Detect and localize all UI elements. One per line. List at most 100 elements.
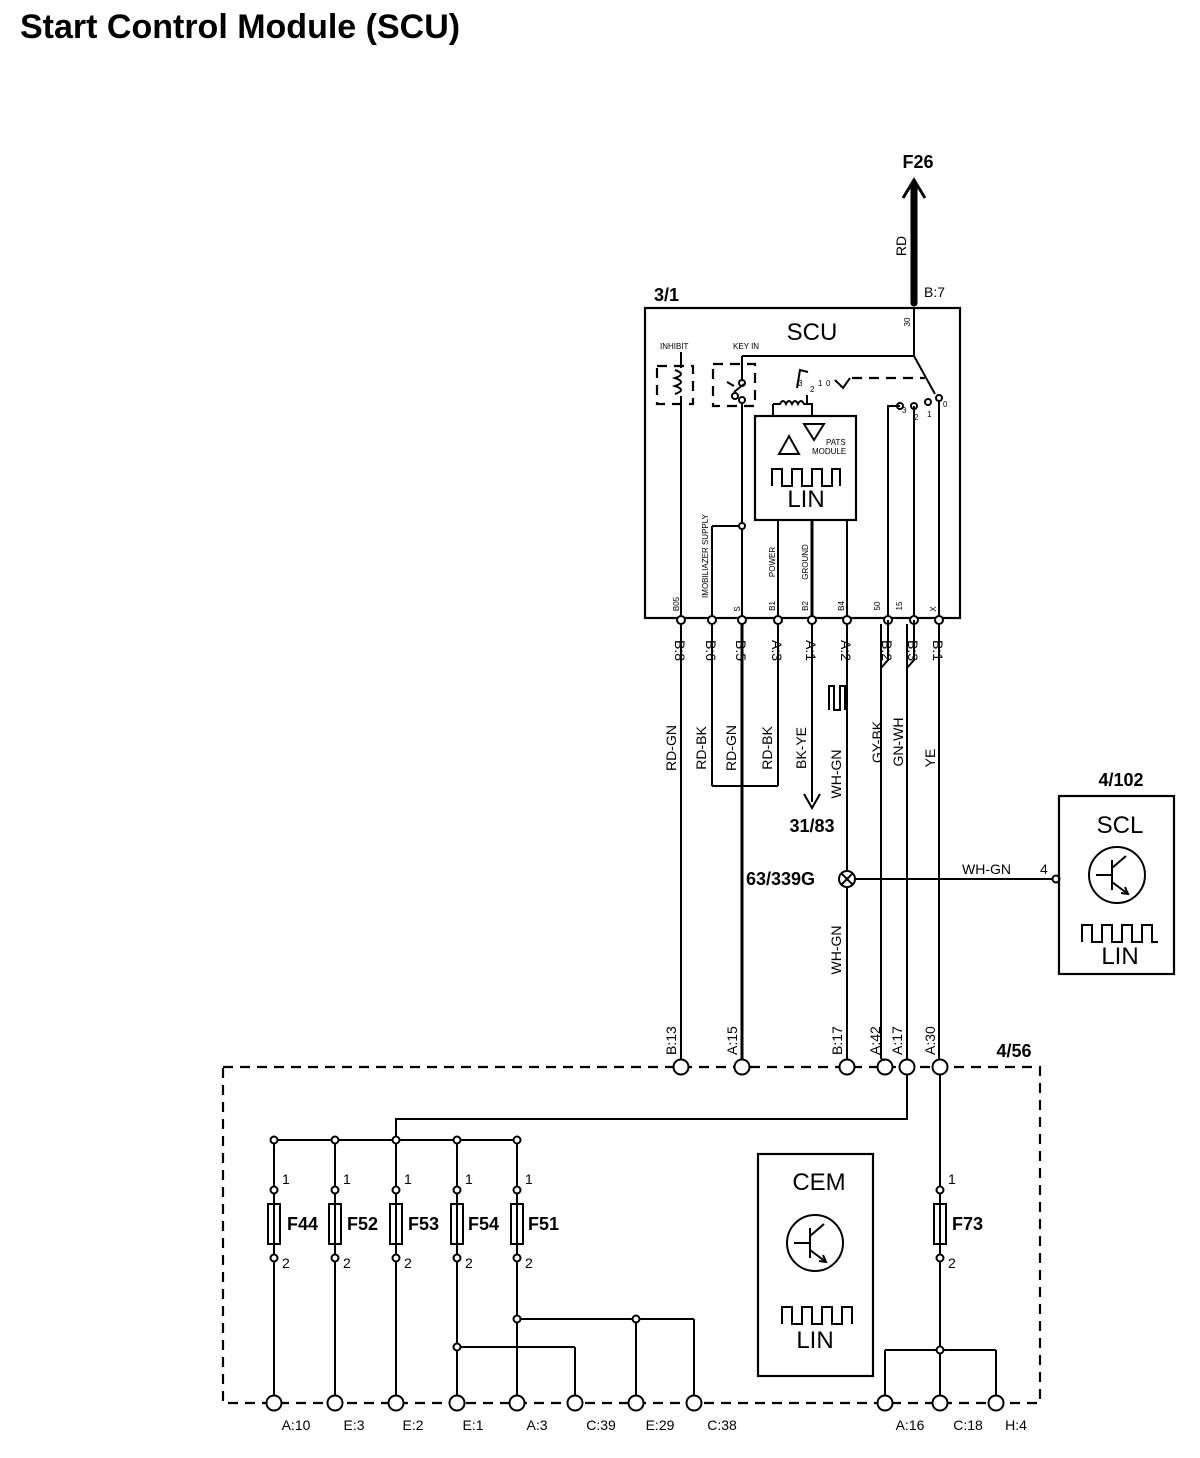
cem-bottom-pin-label: E:1 (462, 1417, 483, 1433)
svg-text:2: 2 (525, 1255, 533, 1271)
fuse-f53 (389, 1144, 403, 1396)
cem-top-pin-label: A:15 (724, 1026, 740, 1055)
fuse-label: F73 (952, 1214, 983, 1234)
cem-top-pin (931, 1058, 949, 1076)
svg-text:POWER: POWER (768, 547, 777, 577)
wire-color-label: WH-GN (828, 750, 844, 799)
wire-lin-wave-icon (828, 685, 846, 711)
scl-pin-label: 4 (1040, 861, 1048, 877)
pats-module-box (753, 414, 858, 522)
splice-wire-color: WH-GN (828, 926, 844, 975)
fuse-label: F53 (408, 1214, 439, 1234)
svg-text:X: X (929, 606, 938, 612)
cem-bottom-pin (448, 1394, 466, 1412)
cem-bottom-pin (265, 1394, 283, 1412)
svg-text:3: 3 (798, 379, 803, 388)
splice-icon (838, 870, 856, 888)
fuse-label: F52 (347, 1214, 378, 1234)
cem-bottom-pin (566, 1394, 584, 1412)
svg-text:2: 2 (465, 1255, 473, 1271)
cem-bottom-pin-label: E:2 (402, 1417, 423, 1433)
cem-bottom-pin (508, 1394, 526, 1412)
scu-pin (842, 615, 852, 625)
fuse-label: F51 (528, 1214, 559, 1234)
cem-module-box (221, 1065, 1042, 1405)
cem-bottom-pins (265, 1394, 1005, 1412)
f26-label: F26 (902, 152, 933, 172)
scu-pin30-label: 30 (903, 317, 912, 326)
cem-name: CEM (792, 1169, 845, 1196)
f26-wire-color: RD (893, 236, 909, 256)
keyin-switch-box (711, 362, 757, 408)
scu-pin (807, 615, 817, 625)
wire-color-label: RD-GN (663, 725, 679, 771)
scl-transistor-icon (1088, 846, 1146, 904)
keyin-label: KEY IN (733, 342, 759, 351)
scu-pins (676, 615, 944, 625)
scl-name: SCL (1097, 812, 1144, 839)
inhibit-relay-box (655, 364, 695, 406)
cem-lin: LIN (796, 1327, 833, 1354)
svg-text:S: S (733, 606, 742, 611)
svg-text:B05: B05 (672, 596, 681, 611)
scu-pin (737, 615, 747, 625)
page-title: Start Control Module (SCU) (20, 8, 461, 46)
svg-text:0: 0 (943, 400, 948, 409)
fuse-f54 (450, 1144, 464, 1396)
cem-bottom-pin-label: C:38 (707, 1417, 737, 1433)
ground-label: 31/83 (789, 816, 834, 836)
svg-text:1: 1 (927, 410, 932, 419)
svg-text:LIN: LIN (787, 486, 824, 513)
svg-text:1: 1 (525, 1171, 533, 1187)
f26-pin: B:7 (924, 284, 945, 300)
svg-text:1: 1 (282, 1171, 290, 1187)
scu-pin (676, 615, 686, 625)
scu-pin (773, 615, 783, 625)
fuse-label: F54 (468, 1214, 499, 1234)
svg-text:B2: B2 (801, 601, 810, 611)
fuse-label: F44 (287, 1214, 318, 1234)
cem-feed-bus (395, 1075, 908, 1140)
cem-top-pin-label: B:13 (663, 1026, 679, 1055)
wire-color-label: RD-BK (759, 726, 775, 770)
scu-pin (934, 615, 944, 625)
fuse-f51 (510, 1144, 524, 1396)
svg-text:50: 50 (873, 601, 882, 610)
svg-text:1: 1 (404, 1171, 412, 1187)
fuse-f44 (267, 1144, 281, 1396)
scl-lin-wave-icon (1081, 924, 1158, 943)
scl-ref: 4/102 (1098, 770, 1143, 790)
cem-bottom-pin-label: H:4 (1005, 1417, 1027, 1433)
cem-bottom-pin (876, 1394, 894, 1412)
svg-text:1: 1 (343, 1171, 351, 1187)
wire-color-label: GY-BK (869, 720, 885, 763)
wire-color-label: RD-GN (723, 725, 739, 771)
cem-top-pin (838, 1058, 856, 1076)
inhibit-coil (671, 352, 682, 618)
cem-top-pin (672, 1058, 690, 1076)
cem-bottom-pin (987, 1394, 1005, 1412)
wire-color-label: YE (922, 749, 938, 768)
cem-bottom-pin-label: A:10 (282, 1417, 311, 1433)
cem-bottom-pin-label: E:3 (343, 1417, 364, 1433)
cem-bottom-pin (387, 1394, 405, 1412)
svg-text:B4: B4 (837, 601, 846, 611)
svg-text:2: 2 (948, 1255, 956, 1271)
scl-module-box (1057, 794, 1176, 976)
pats-triangle-down-icon (802, 423, 826, 442)
cem-top-pin (898, 1058, 916, 1076)
svg-text:IMOBILIAZER SUPPLY: IMOBILIAZER SUPPLY (701, 513, 710, 598)
svg-text:PATS: PATS (826, 438, 846, 447)
svg-text:0: 0 (826, 379, 831, 388)
cem-transistor-icon (786, 1214, 844, 1272)
cem-ref: 4/56 (996, 1041, 1031, 1061)
fuse-f73 (933, 1075, 947, 1396)
scu-name: SCU (787, 319, 838, 346)
scu-ref: 3/1 (654, 285, 679, 305)
svg-text:MODULE: MODULE (812, 447, 846, 456)
cem-bottom-pin (326, 1394, 344, 1412)
cem-top-pins (672, 1058, 949, 1076)
f26-arrow (901, 177, 927, 199)
scl-lin: LIN (1101, 943, 1138, 970)
